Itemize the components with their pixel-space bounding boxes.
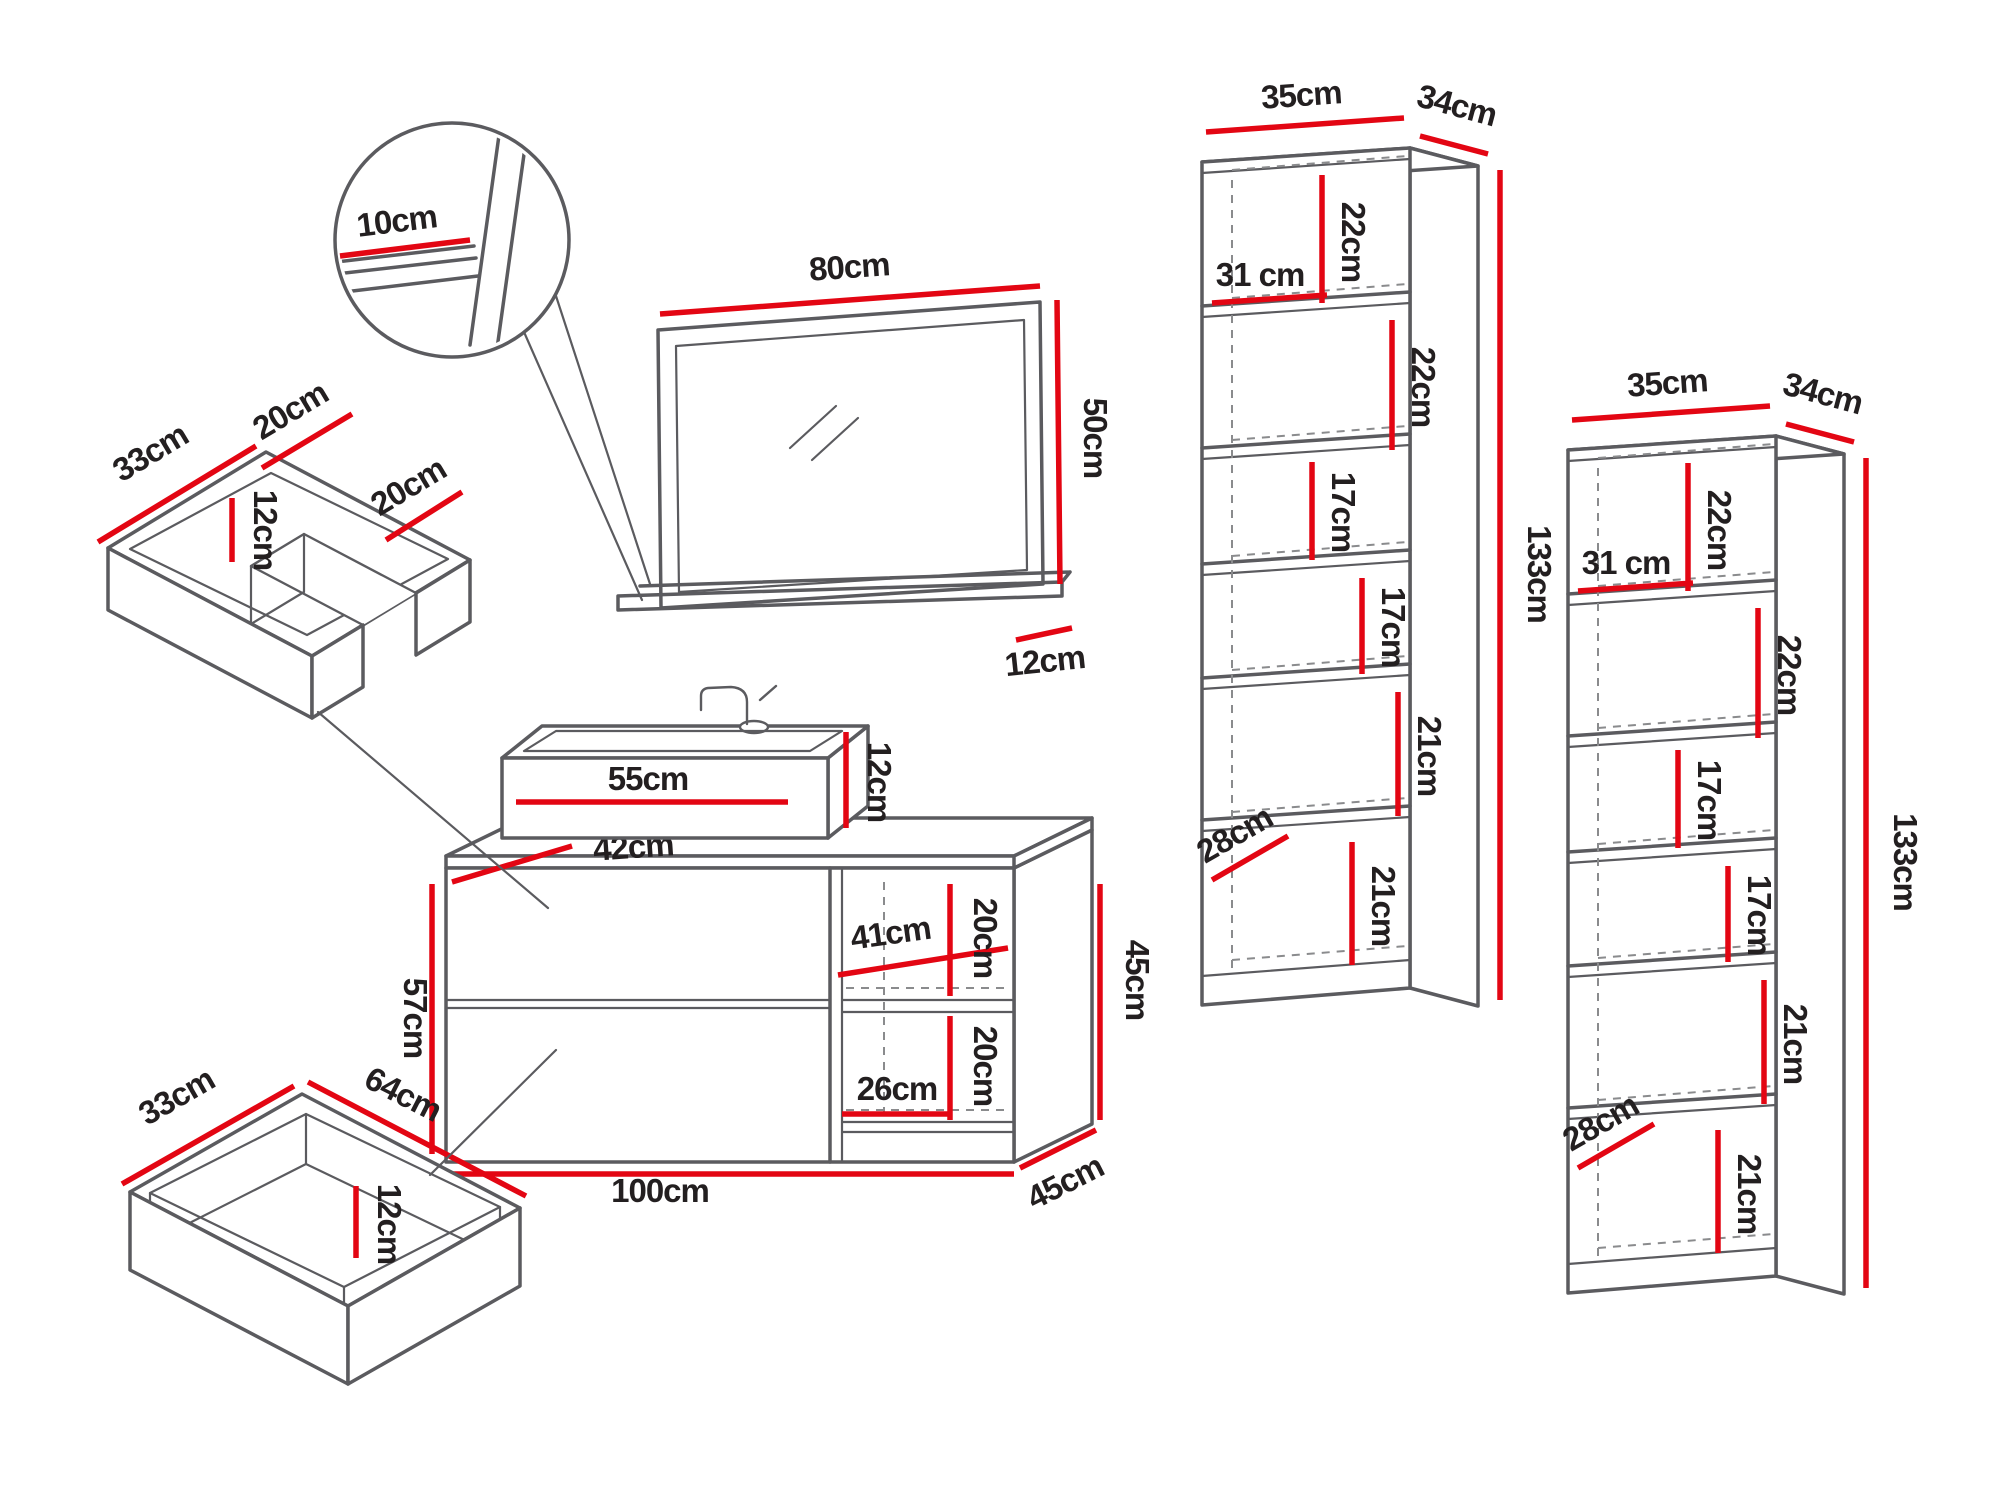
vanity-front <box>444 866 1016 1164</box>
cutout-drawer-inner-rim <box>128 471 450 637</box>
vanity-cabinet: 42cm 57cm 100cm 45cm 45cm 41cm 20cm 20cm… <box>397 816 1156 1216</box>
basin-front <box>500 756 830 840</box>
cutout-drawer-dimension-lines <box>96 411 464 562</box>
dim-cabl-niche2: 22cm <box>1405 347 1442 427</box>
basin-dimension-lines <box>516 732 849 828</box>
dim-basin-height: 12cm <box>861 742 898 822</box>
vanity-side-panel <box>1012 828 1094 1164</box>
mirror: 80cm 50cm 12cm <box>616 245 1114 683</box>
dim-drawer-height: 12cm <box>371 1184 408 1264</box>
washbasin: 55cm 12cm <box>500 684 898 840</box>
mirror-shelf <box>616 570 1072 612</box>
dim-cabr-comp1: 21cm <box>1777 1004 1814 1084</box>
mirror-glass <box>674 318 1029 594</box>
vanity-dimension-lines <box>429 843 1103 1177</box>
dim-cabr-width: 35cm <box>1626 361 1709 404</box>
cutout-drawer-notch-depth <box>249 532 418 689</box>
vanity-drawer-seams <box>444 998 832 1010</box>
dim-vanity-niche-lower: 20cm <box>967 1026 1004 1106</box>
dim-vanity-width: 100cm <box>611 1172 709 1209</box>
detail-mirror-edge <box>468 128 528 352</box>
dim-cabr-gap1: 17cm <box>1691 760 1728 840</box>
detail-dimension-line <box>339 237 471 259</box>
dim-cabl-niche-width: 31 cm <box>1216 256 1305 293</box>
dim-cabl-gap1: 17cm <box>1325 472 1362 552</box>
dim-cabr-height: 133cm <box>1887 813 1924 911</box>
dim-mirror-shelf-depth: 12cm <box>1003 638 1087 683</box>
detail-circle-content <box>340 128 528 352</box>
dim-cabr-gap2: 17cm <box>1741 875 1778 955</box>
vanity-niche-details <box>840 866 1016 1164</box>
dim-mirror-width: 80cm <box>808 245 891 288</box>
detail-shelf-profile <box>340 244 480 294</box>
dim-cabl-niche1: 22cm <box>1335 202 1372 282</box>
dim-cabl-comp2: 21cm <box>1365 866 1402 946</box>
dim-cabr-niche1: 22cm <box>1701 490 1738 570</box>
dim-vanity-height: 57cm <box>397 978 434 1058</box>
basin-inner-rim <box>522 729 844 753</box>
mirror-dimension-lines <box>659 283 1073 643</box>
drawer-front-right <box>346 1206 522 1386</box>
dim-vanity-niche-upper: 20cm <box>967 898 1004 978</box>
faucet <box>699 684 778 735</box>
detail-circle: 10cm <box>333 121 571 359</box>
dim-cabl-comp1: 21cm <box>1411 716 1448 796</box>
vanity-hidden-edges <box>846 882 1010 1116</box>
leader-lines <box>316 294 652 1177</box>
dim-cabl-gap2: 17cm <box>1375 587 1412 667</box>
cutout-drawer: 33cm 20cm 12cm 20cm <box>96 374 472 720</box>
dim-basin-width: 55cm <box>608 760 688 797</box>
dim-cabr-comp2: 21cm <box>1731 1154 1768 1234</box>
mirror-reflection-lines <box>788 404 860 462</box>
dim-cabl-width: 35cm <box>1260 73 1343 116</box>
mirror-frame <box>656 300 1045 610</box>
tall-cabinet-left: 35cm 34cm 133cm 22cm 31 cm 22cm 17cm 17c… <box>1190 73 1558 1006</box>
dim-cutout-height: 12cm <box>247 490 284 570</box>
cutout-drawer-notch <box>249 532 418 627</box>
dim-cabr-niche2: 22cm <box>1771 635 1808 715</box>
dim-vanity-niche-width: 26cm <box>857 1070 937 1107</box>
dim-mirror-height: 50cm <box>1077 398 1114 478</box>
dim-vanity-side-height: 45cm <box>1119 940 1156 1020</box>
drawer-dimension-lines <box>120 1079 528 1258</box>
dim-cabr-niche-width: 31 cm <box>1582 544 1671 581</box>
dim-cabl-height: 133cm <box>1521 525 1558 623</box>
cutout-drawer-front-right <box>310 558 472 720</box>
